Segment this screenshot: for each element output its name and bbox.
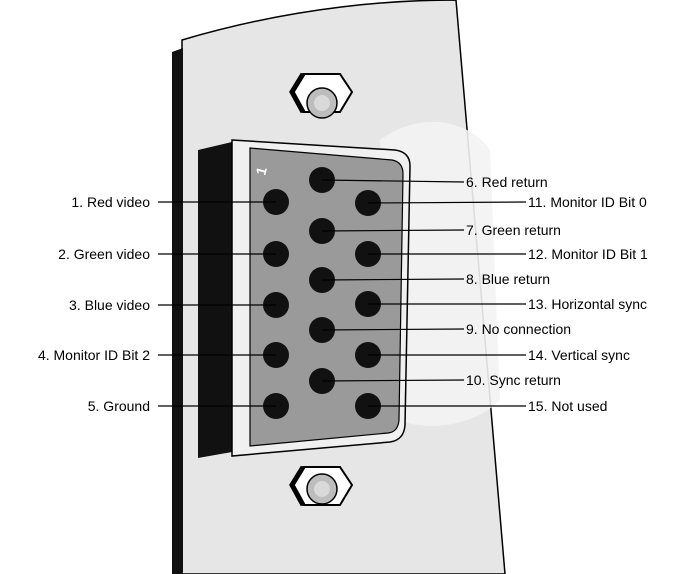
label-pin-3: 3. Blue video	[69, 297, 150, 313]
connector-bracket	[198, 142, 232, 458]
label-pin-10: 10. Sync return	[466, 372, 561, 388]
label-pin-5: 5. Ground	[88, 398, 150, 414]
left-leader-lines	[158, 201, 276, 407]
right-leader-lines	[321, 179, 527, 407]
panel-edge	[172, 48, 183, 574]
label-pin-13: 13. Horizontal sync	[528, 296, 647, 312]
label-pin-12: 12. Monitor ID Bit 1	[528, 246, 648, 262]
label-pin-9: 9. No connection	[466, 321, 571, 337]
label-pin-8: 8. Blue return	[466, 271, 550, 287]
label-pin-1: 1. Red video	[71, 194, 150, 210]
label-pin-2: 2. Green video	[58, 246, 150, 262]
pin1-marker: 1	[252, 165, 270, 177]
label-pin-6: 6. Red return	[466, 174, 548, 190]
label-pin-14: 14. Vertical sync	[528, 347, 630, 363]
label-pin-15: 15. Not used	[528, 398, 607, 414]
label-pin-7: 7. Green return	[466, 222, 561, 238]
label-pin-4: 4. Monitor ID Bit 2	[38, 347, 150, 363]
top-screw-icon	[289, 72, 354, 119]
connector-shell	[249, 147, 404, 447]
db15-connector: 1	[198, 139, 411, 458]
bottom-screw-icon	[289, 465, 354, 507]
label-pin-11: 11. Monitor ID Bit 0	[528, 194, 647, 210]
